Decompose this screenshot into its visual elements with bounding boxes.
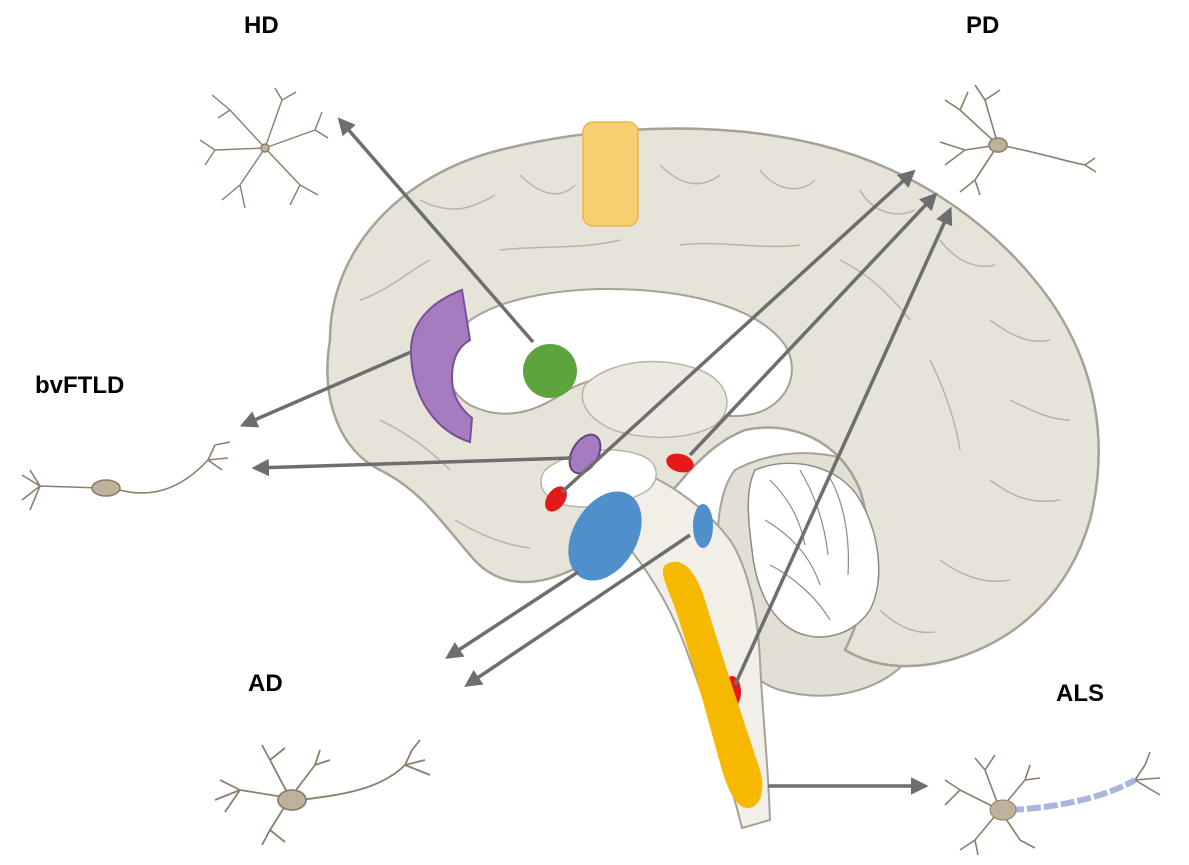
- als-neuron-icon: [945, 752, 1160, 855]
- label-ad: AD: [248, 670, 283, 698]
- bvftld-neuron-icon: [22, 442, 230, 510]
- label-pd: PD: [966, 12, 999, 40]
- label-bvftld: bvFTLD: [35, 372, 124, 400]
- pd-neuron-icon: [940, 85, 1096, 195]
- ad-neuron-icon: [215, 740, 430, 845]
- blue-region-small: [693, 504, 713, 548]
- motor-cortex-region: [583, 122, 638, 226]
- hd-neuron-icon: [200, 88, 328, 208]
- arrow-ad-1: [448, 572, 578, 657]
- thalamus-region: [582, 362, 727, 438]
- striatum-region: [523, 344, 577, 398]
- label-als: ALS: [1056, 680, 1104, 708]
- label-hd: HD: [244, 12, 279, 40]
